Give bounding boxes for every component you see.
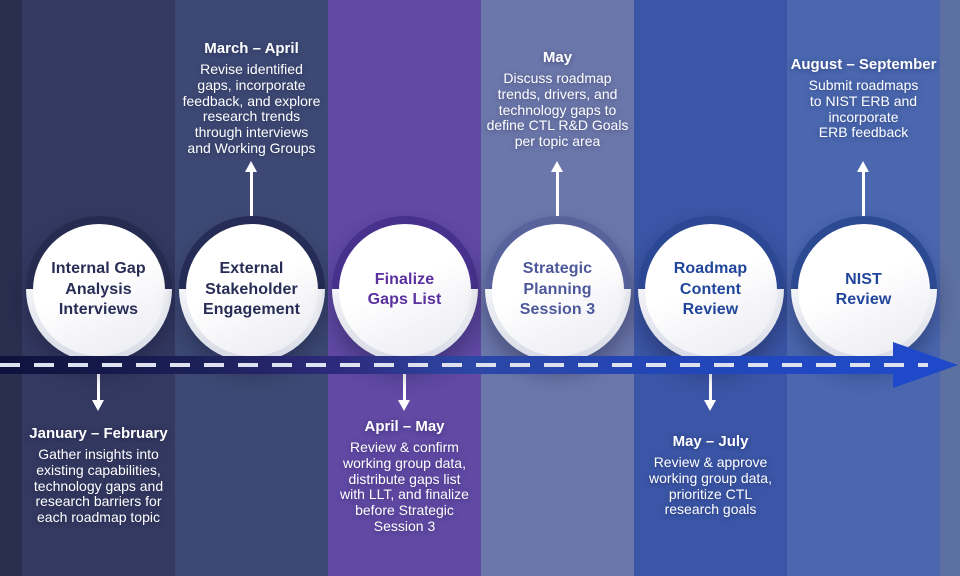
milestone-label: Finalize Gaps List — [367, 270, 442, 308]
milestone-circle: NIST Review — [790, 216, 937, 362]
milestone-circle-face: Internal Gap Analysis Interviews — [32, 224, 165, 356]
arrow-up-icon — [857, 161, 869, 172]
milestone-period: May — [542, 49, 573, 66]
milestone-circle-face: NIST Review — [797, 224, 930, 356]
milestone-period: March – April — [204, 40, 299, 57]
milestone-circle: External Stakeholder Engagement — [178, 216, 325, 362]
milestone-label: Strategic Planning Session 3 — [519, 260, 596, 319]
milestone-period: January – February — [29, 425, 168, 442]
timeline-column-4: May Discuss roadmap trends, drivers, and… — [481, 0, 634, 576]
connector-line — [709, 374, 712, 400]
milestone-circle: Strategic Planning Session 3 — [484, 216, 631, 362]
milestone-description: Gather insights into existing capabiliti… — [33, 446, 164, 526]
timeline-column-6: August – September Submit roadmaps to NI… — [787, 0, 940, 576]
milestone-description: Submit roadmaps to NIST ERB and incorpor… — [808, 77, 919, 141]
arrow-up-icon — [551, 161, 563, 172]
milestone-circle: Internal Gap Analysis Interviews — [25, 216, 172, 362]
milestone-description: Revise identified gaps, incorporate feed… — [182, 61, 321, 156]
milestone-circle-face: Finalize Gaps List — [338, 224, 471, 356]
milestone-detail: April – May Review & confirm working gro… — [329, 418, 481, 535]
timeline-dashes — [0, 363, 928, 367]
milestone-circle-face: External Stakeholder Engagement — [185, 224, 318, 356]
milestone-label: Internal Gap Analysis Interviews — [51, 260, 146, 319]
milestone-period: May – July — [672, 433, 749, 450]
connector-line — [403, 374, 406, 400]
milestone-period: August – September — [790, 56, 937, 73]
milestone-detail: May Discuss roadmap trends, drivers, and… — [482, 49, 634, 150]
milestone-period: April – May — [364, 418, 445, 435]
milestone-detail: March – April Revise identified gaps, in… — [176, 40, 328, 157]
arrow-down-icon — [704, 400, 716, 411]
milestone-detail: August – September Submit roadmaps to NI… — [788, 56, 940, 141]
connector-line — [97, 374, 100, 400]
milestone-detail: January – February Gather insights into … — [23, 425, 175, 526]
timeline-column-2: March – April Revise identified gaps, in… — [175, 0, 328, 576]
milestone-label: Roadmap Content Review — [673, 260, 748, 319]
milestone-circle-face: Roadmap Content Review — [644, 224, 777, 356]
connector-line — [556, 171, 559, 219]
milestone-description: Review & approve working group data, pri… — [649, 454, 772, 518]
left-edge-strip — [0, 0, 22, 576]
milestone-label: External Stakeholder Engagement — [202, 260, 300, 319]
milestone-circle: Roadmap Content Review — [637, 216, 784, 362]
arrow-up-icon — [245, 161, 257, 172]
timeline-column-5: Roadmap Content Review May – July Review… — [634, 0, 787, 576]
arrow-down-icon — [398, 400, 410, 411]
milestone-description: Review & confirm working group data, dis… — [340, 439, 469, 534]
timeline-column-3: Finalize Gaps List April – May Review & … — [328, 0, 481, 576]
milestone-detail: May – July Review & approve working grou… — [635, 433, 787, 518]
arrow-down-icon — [92, 400, 104, 411]
timeline-column-1: Internal Gap Analysis Interviews January… — [22, 0, 175, 576]
right-edge-strip — [940, 0, 960, 576]
milestone-label: NIST Review — [835, 270, 892, 308]
connector-line — [250, 171, 253, 219]
milestone-circle-face: Strategic Planning Session 3 — [491, 224, 624, 356]
milestone-description: Discuss roadmap trends, drivers, and tec… — [486, 70, 629, 150]
milestone-circle: Finalize Gaps List — [331, 216, 478, 362]
connector-line — [862, 171, 865, 219]
